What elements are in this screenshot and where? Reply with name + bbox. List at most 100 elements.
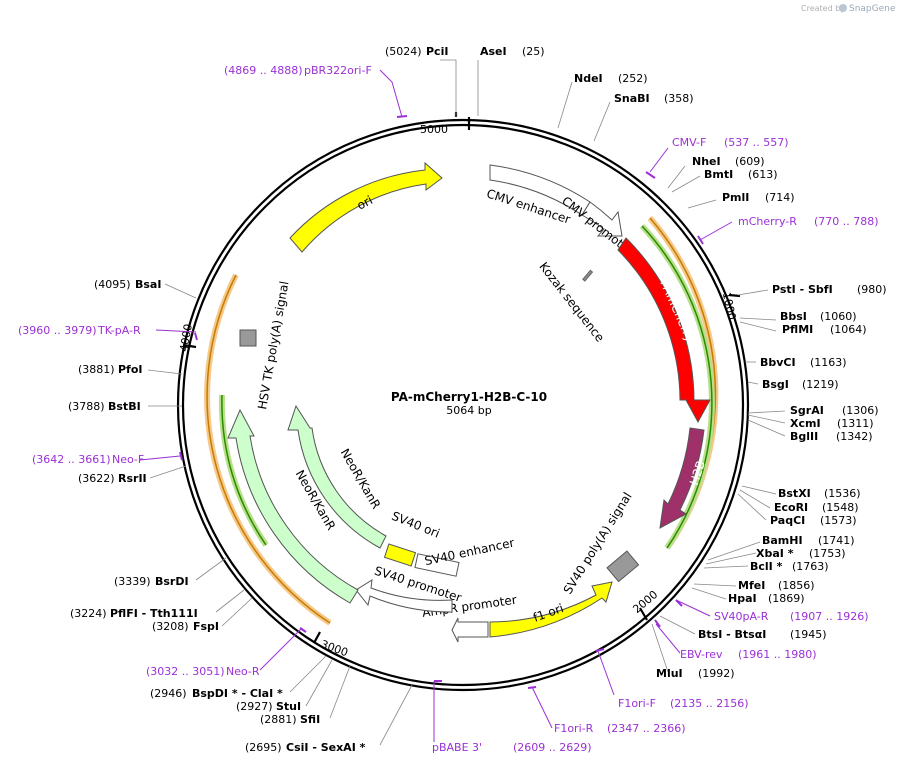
feature-kozak[interactable]: Kozak sequence bbox=[536, 260, 607, 345]
svg-text:(609): (609) bbox=[735, 155, 765, 168]
site-bspdi-clai[interactable]: (2946) BspDI * - ClaI * bbox=[150, 687, 283, 700]
site-pfoi[interactable]: (3881) PfoI bbox=[78, 363, 143, 376]
site-sgrai[interactable]: SgrAI (1306) bbox=[790, 404, 879, 417]
site-snabi[interactable]: SnaBI (358) bbox=[614, 92, 694, 105]
site-pflfi-tth111i[interactable]: (3224) PflFI - Tth111I bbox=[70, 607, 198, 620]
primer-mcherry-r[interactable]: mCherry-R (770 .. 788) bbox=[738, 215, 879, 228]
site-bsrdi[interactable]: (3339) BsrDI bbox=[114, 575, 189, 588]
site-paqci[interactable]: PaqCI (1573) bbox=[770, 514, 857, 527]
site-bbsi[interactable]: BbsI (1060) bbox=[780, 310, 857, 323]
svg-text:EcoRI: EcoRI bbox=[774, 501, 808, 514]
site-pflmi[interactable]: PflMI (1064) bbox=[782, 323, 867, 336]
svg-text:(3032 .. 3051): (3032 .. 3051) bbox=[146, 665, 225, 678]
feature-f1-ori[interactable]: f1 ori bbox=[489, 581, 613, 638]
svg-text:(1311): (1311) bbox=[837, 417, 874, 430]
svg-text:SV40 enhancer: SV40 enhancer bbox=[423, 536, 515, 569]
site-bbvci[interactable]: BbvCI (1163) bbox=[760, 356, 847, 369]
primer-ebv-rev[interactable]: EBV-rev (1961 .. 1980) bbox=[680, 648, 817, 661]
tick-2000 bbox=[639, 607, 648, 621]
site-bglii[interactable]: BglII (1342) bbox=[790, 430, 873, 443]
site-asei[interactable]: AseI (25) bbox=[480, 45, 545, 58]
site-csii-sexai[interactable]: (2695) CsiI - SexAI * bbox=[245, 741, 366, 754]
svg-text:(3788): (3788) bbox=[68, 400, 105, 413]
site-pmli[interactable]: PmlI (714) bbox=[722, 191, 795, 204]
svg-text:BstXI: BstXI bbox=[778, 487, 811, 500]
svg-text:XcmI: XcmI bbox=[790, 417, 821, 430]
site-bamhi[interactable]: BamHI (1741) bbox=[762, 534, 855, 547]
primer-f1ori-r[interactable]: F1ori-R (2347 .. 2366) bbox=[554, 722, 686, 735]
site-bstxi[interactable]: BstXI (1536) bbox=[778, 487, 861, 500]
site-btsi[interactable]: BtsI - BtsαI (1945) bbox=[698, 628, 827, 641]
svg-text:(3208): (3208) bbox=[152, 620, 189, 633]
site-hpai[interactable]: HpaI (1869) bbox=[728, 592, 805, 605]
site-xbai[interactable]: XbaI * (1753) bbox=[756, 547, 846, 560]
site-ndei[interactable]: NdeI (252) bbox=[574, 72, 648, 85]
svg-text:ori: ori bbox=[355, 193, 375, 213]
site-xcmi[interactable]: XcmI (1311) bbox=[790, 417, 874, 430]
primer-sv40pa-r[interactable]: SV40pA-R (1907 .. 1926) bbox=[714, 610, 869, 623]
svg-text:NheI: NheI bbox=[692, 155, 721, 168]
primer-labels: (4869 .. 4888) pBR322ori-F CMV-F (537 ..… bbox=[18, 64, 879, 754]
svg-text:pBR322ori-F: pBR322ori-F bbox=[304, 64, 372, 77]
site-mlui[interactable]: MluI (1992) bbox=[656, 667, 735, 680]
svg-text:(3224): (3224) bbox=[70, 607, 107, 620]
plasmid-name: PA-mCherry1-H2B-C-10 bbox=[391, 390, 547, 404]
primer-f1ori-f[interactable]: F1ori-F (2135 .. 2156) bbox=[618, 697, 749, 710]
svg-text:PmlI: PmlI bbox=[722, 191, 749, 204]
feature-pamcherry1[interactable]: PAmCherry1 bbox=[617, 237, 711, 424]
svg-text:(1945): (1945) bbox=[790, 628, 827, 641]
site-mfei[interactable]: MfeI (1856) bbox=[738, 579, 815, 592]
svg-text:(1573): (1573) bbox=[820, 514, 857, 527]
site-bsai[interactable]: (4095) BsaI bbox=[94, 278, 161, 291]
site-fspi[interactable]: (3208) FspI bbox=[152, 620, 219, 633]
site-bstbi[interactable]: (3788) BstBI bbox=[68, 400, 141, 413]
svg-text:(1961 .. 1980): (1961 .. 1980) bbox=[738, 648, 817, 661]
svg-text:Kozak sequence: Kozak sequence bbox=[536, 260, 607, 345]
svg-text:CsiI - SexAI *: CsiI - SexAI * bbox=[286, 741, 366, 754]
svg-text:(1856): (1856) bbox=[778, 579, 815, 592]
svg-text:BamHI: BamHI bbox=[762, 534, 803, 547]
svg-text:(25): (25) bbox=[522, 45, 545, 58]
site-pcii[interactable]: (5024) PciI bbox=[385, 45, 448, 58]
svg-text:HSV TK poly(A) signal: HSV TK poly(A) signal bbox=[255, 280, 291, 410]
primer-cmv-f[interactable]: CMV-F (537 .. 557) bbox=[672, 136, 789, 149]
svg-text:BbvCI: BbvCI bbox=[760, 356, 796, 369]
site-bsgi[interactable]: BsgI (1219) bbox=[762, 378, 839, 391]
svg-text:(1869): (1869) bbox=[768, 592, 805, 605]
site-bcli[interactable]: BclI * (1763) bbox=[750, 560, 829, 573]
primer-marks bbox=[139, 69, 733, 742]
site-nhei[interactable]: NheI (609) bbox=[692, 155, 765, 168]
svg-text:SV40 poly(A) signal: SV40 poly(A) signal bbox=[561, 490, 635, 597]
feature-sv40-enhancer[interactable]: SV40 enhancer bbox=[414, 536, 516, 577]
site-bmti[interactable]: BmtI (613) bbox=[704, 168, 778, 181]
svg-text:F1ori-F: F1ori-F bbox=[618, 697, 656, 710]
feature-ori[interactable]: ori bbox=[289, 161, 443, 253]
primer-tk-pa-r[interactable]: (3960 .. 3979) TK-pA-R bbox=[18, 324, 141, 337]
feature-h2b[interactable]: H2B bbox=[659, 427, 708, 529]
site-ecori[interactable]: EcoRI (1548) bbox=[774, 501, 859, 514]
svg-text:PflMI: PflMI bbox=[782, 323, 813, 336]
primer-neo-r[interactable]: (3032 .. 3051) Neo-R bbox=[146, 665, 260, 678]
svg-text:SnaBI: SnaBI bbox=[614, 92, 650, 105]
svg-text:(3881): (3881) bbox=[78, 363, 115, 376]
site-stui[interactable]: (2927) StuI bbox=[236, 700, 301, 713]
svg-text:XbaI *: XbaI * bbox=[756, 547, 794, 560]
site-sfii[interactable]: (2881) SfiI bbox=[260, 713, 320, 726]
svg-text:(3642 .. 3661): (3642 .. 3661) bbox=[32, 453, 111, 466]
primer-neo-f[interactable]: (3642 .. 3661) Neo-F bbox=[32, 453, 144, 466]
primer-pbabe-3[interactable]: pBABE 3' (2609 .. 2629) bbox=[432, 741, 592, 754]
feature-sv40-polya[interactable]: SV40 poly(A) signal bbox=[561, 490, 640, 597]
svg-text:Neo-R: Neo-R bbox=[226, 665, 260, 678]
tick-label-3000: 3000 bbox=[319, 638, 350, 660]
feature-hsv-tk-polya[interactable]: HSV TK poly(A) signal bbox=[239, 280, 292, 411]
svg-text:BspDI * - ClaI *: BspDI * - ClaI * bbox=[192, 687, 283, 700]
feature-cmv-enhancer[interactable]: CMV enhancer bbox=[485, 164, 591, 227]
svg-text:(2695): (2695) bbox=[245, 741, 282, 754]
brand-name: SnapGene bbox=[849, 4, 896, 14]
svg-text:(714): (714) bbox=[765, 191, 795, 204]
site-rsrii[interactable]: (3622) RsrII bbox=[78, 472, 147, 485]
svg-text:BsaI: BsaI bbox=[135, 278, 161, 291]
site-psti-sbfi[interactable]: PstI - SbfI (980) bbox=[772, 283, 887, 296]
primer-pbr322ori-f[interactable]: (4869 .. 4888) pBR322ori-F bbox=[224, 64, 372, 77]
svg-text:(358): (358) bbox=[664, 92, 694, 105]
